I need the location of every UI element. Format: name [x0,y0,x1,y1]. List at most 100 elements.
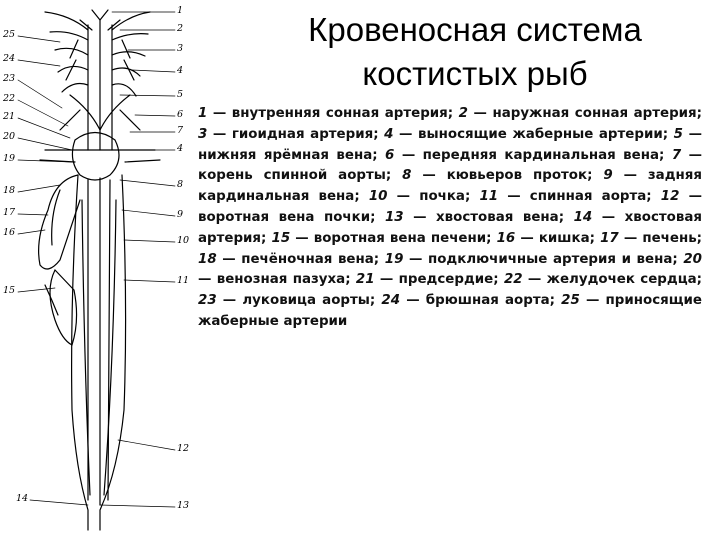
caption-item-number: 6 [385,148,394,163]
figure-label-right: 5 [177,90,183,100]
caption-item-number: 12 [661,189,680,204]
caption-item-number: 1 [198,106,207,121]
caption-item-number: 5 [674,127,683,142]
caption-item-text: венозная пазуха; [217,272,351,287]
caption-item-number: 23 [198,293,217,308]
caption-item-text: наружная сонная артерия; [492,106,702,121]
caption-item-text: хвостовая вена; [436,210,564,225]
caption-item: 13 — хвостовая вена; [385,210,564,225]
figure-label-right: 4 [177,144,183,154]
caption-item-number: 10 [369,189,388,204]
circulatory-system-figure: 1 2 3 4 5 6 7 4 8 9 10 11 12 13 25 24 23… [0,0,200,540]
left-leader-lines [18,36,88,505]
figure-label-left: 20 [3,132,15,142]
figure-label-left: 25 [3,30,15,40]
caption-item: 21 — предсердие; [356,272,499,287]
caption-item-number: 15 [272,231,291,246]
caption-item-number: 19 [385,252,404,267]
caption-item-text: подключичные артерия и вена; [428,252,678,267]
caption-item-text: воротная вена почки; [198,210,375,225]
caption-item-text: воротная вена печени; [314,231,492,246]
caption-item-text: внутренняя сонная артерия; [232,106,453,121]
caption-item-number: 2 [459,106,468,121]
figure-label-left: 15 [3,286,15,296]
figure-label-right: 12 [177,444,189,454]
caption-item-text: печёночная вена; [241,252,379,267]
figure-caption: 1 — внутренняя сонная артерия; 2 — наруж… [198,104,702,333]
caption-item: 16 — кишка; [497,231,595,246]
figure-label-left: 21 [3,112,15,122]
body-tube [72,175,126,530]
caption-item: 6 — передняя кардинальная вена; [385,148,664,163]
figure-label-right: 11 [177,276,189,286]
figure-label-left: 24 [3,54,15,64]
caption-item-number: 22 [504,272,523,287]
caption-item-text: почка; [419,189,470,204]
caption-item-number: 25 [561,293,580,308]
caption-item-text: предсердие; [399,272,499,287]
caption-item: 8 — кювьеров проток; [402,168,592,183]
caption-item-number: 24 [381,293,400,308]
figure-label-right: 9 [177,210,183,220]
slide-title: Кровеносная система костистых рыб [240,8,710,96]
caption-item-text: спинная аорта; [530,189,652,204]
caption-item: 15 — воротная вена печени; [272,231,492,246]
slide-title-line-1: Кровеносная система [240,8,710,52]
caption-item: 17 — печень; [600,231,702,246]
caption-item: 11 — спинная аорта; [479,189,651,204]
figure-label-right: 3 [177,44,183,54]
figure-label-right: 4 [177,66,183,76]
caption-item-text: кишка; [539,231,595,246]
caption-item-number: 18 [198,252,217,267]
caption-item-number: 17 [600,231,619,246]
figure-label-right: 7 [177,126,183,136]
caption-item-text: выносящие жаберные артерии; [418,127,668,142]
figure-label-right: 13 [177,501,189,511]
figure-label-left: 22 [3,94,15,104]
caption-item: 19 — подключичные артерия и вена; [385,252,678,267]
figure-label-left: 14 [16,494,28,504]
figure-label-right: 8 [177,180,183,190]
caption-item-text: передняя кардинальная вена; [423,148,665,163]
caption-item-number: 4 [384,127,393,142]
caption-item-number: 8 [402,168,411,183]
caption-item-number: 21 [356,272,375,287]
figure-label-left: 17 [3,208,15,218]
caption-item: 4 — выносящие жаберные артерии; [384,127,668,142]
fish-circulatory-diagram [0,0,200,540]
caption-item-number: 20 [683,252,702,267]
caption-item: 23 — луковица аорты; [198,293,375,308]
caption-item-text: желудочек сердца; [547,272,702,287]
caption-item-text: брюшная аорта; [426,293,555,308]
figure-label-left: 16 [3,228,15,238]
gill-arteries [45,10,150,150]
caption-item: 22 — желудочек сердца; [504,272,702,287]
figure-label-right: 1 [177,6,183,16]
caption-item-text: луковица аорты; [242,293,375,308]
caption-item-text: гиоидная артерия; [232,127,379,142]
caption-item-number: 14 [574,210,593,225]
caption-item: 1 — внутренняя сонная артерия; [198,106,453,121]
caption-item-text: печень; [642,231,702,246]
caption-item: 18 — печёночная вена; [198,252,379,267]
figure-label-left: 19 [3,154,15,164]
caption-item-number: 13 [385,210,404,225]
figure-label-right: 10 [177,236,189,246]
caption-item-number: 16 [497,231,516,246]
caption-item-text: корень спинной аорты; [198,168,391,183]
caption-item: 24 — брюшная аорта; [381,293,555,308]
caption-item-number: 7 [672,148,681,163]
caption-item-text: кювьеров проток; [447,168,593,183]
figure-label-left: 23 [3,74,15,84]
caption-item: 10 — почка; [369,189,470,204]
caption-item: 2 — наружная сонная артерия; [459,106,702,121]
right-leader-lines [100,12,175,507]
figure-label-left: 18 [3,186,15,196]
slide-title-line-2: костистых рыб [240,52,710,96]
caption-item-number: 11 [479,189,498,204]
caption-item-number: 9 [603,168,612,183]
caption-item: 3 — гиоидная артерия; [198,127,379,142]
figure-label-right: 6 [177,110,183,120]
figure-label-right: 2 [177,24,183,34]
